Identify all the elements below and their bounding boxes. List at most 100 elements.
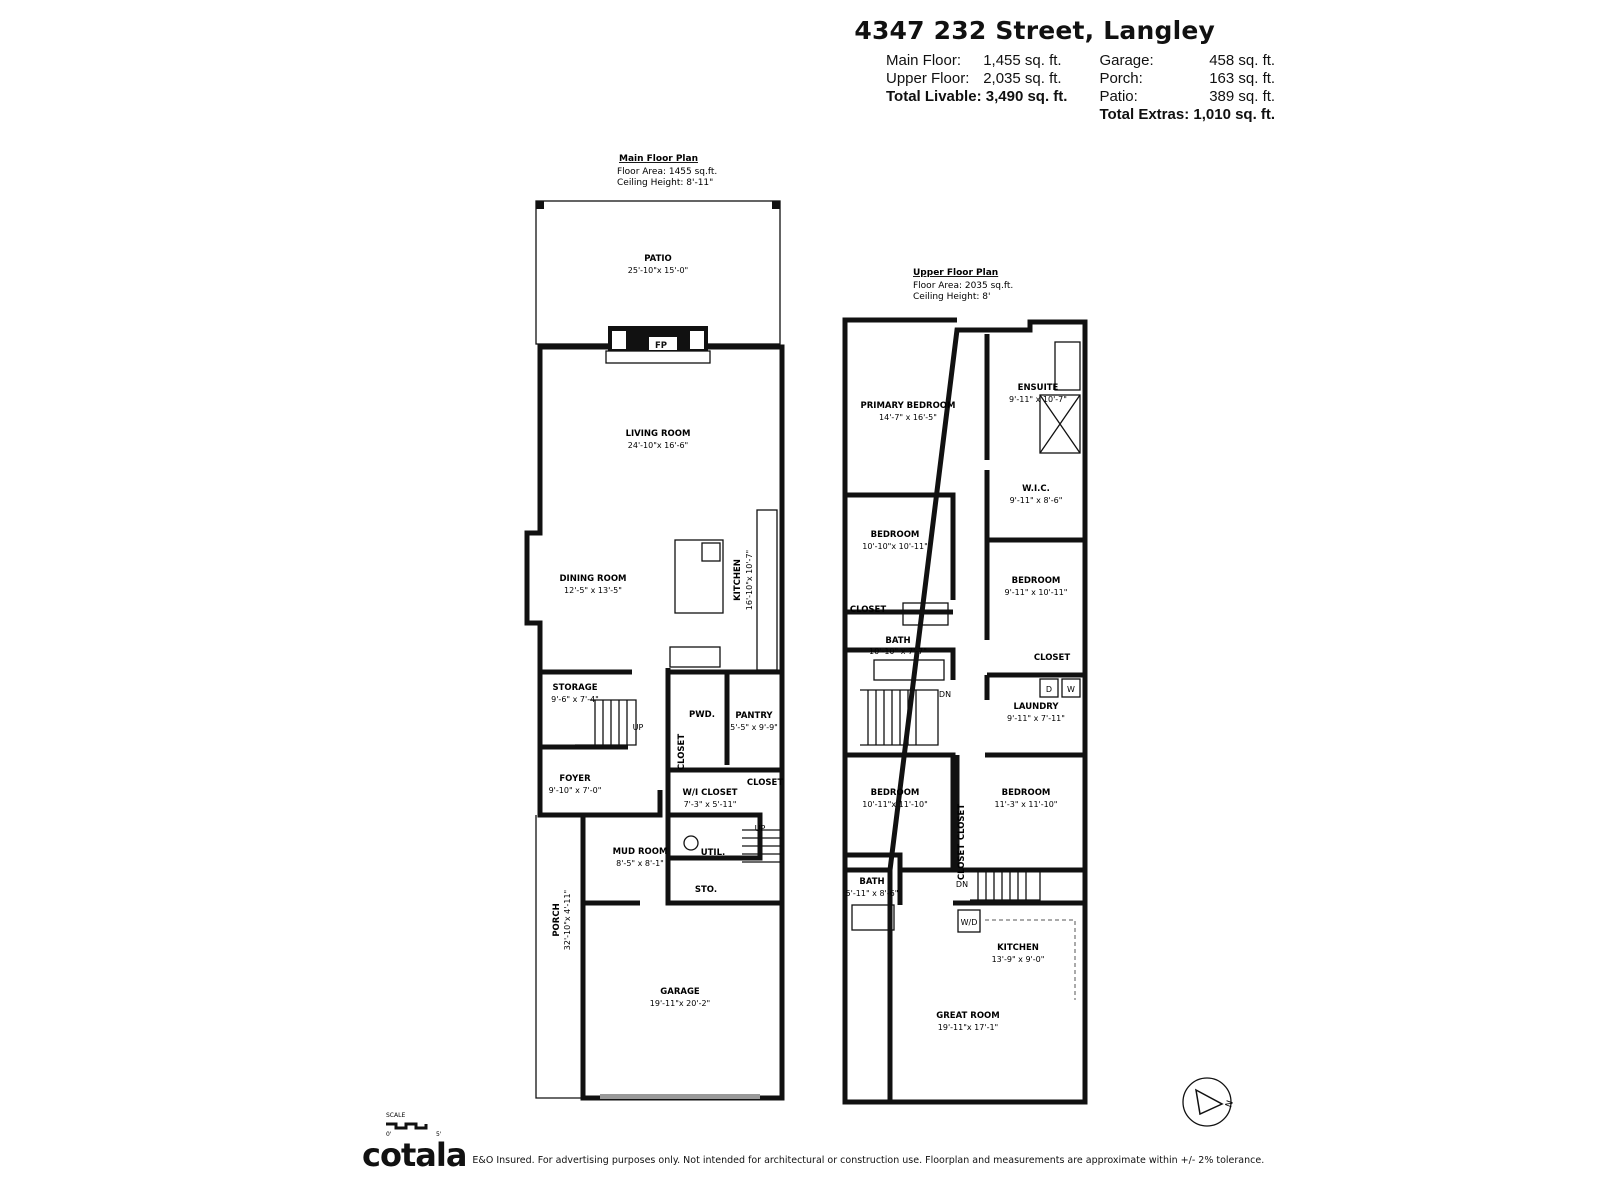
room-dimensions: 5'-5" x 9'-9"	[730, 723, 778, 732]
room-dimensions: 9'-11" x 7'-11"	[1007, 714, 1065, 723]
main-floor-ceiling: Ceiling Height: 8'-11"	[617, 178, 713, 188]
stat-value: 458 sq. ft.	[1209, 52, 1276, 69]
fireplace-label: FP	[655, 341, 667, 351]
room-name: PRIMARY BEDROOM	[861, 401, 956, 411]
stair-down-label: DN	[939, 690, 951, 699]
room-name: CLOSET	[957, 844, 967, 881]
room-dimensions: 7'-3" x 5'-11"	[684, 800, 737, 809]
room-dimensions: 9'-6" x 7'-4"	[551, 695, 599, 704]
room-dimensions: 19'-11"x 20'-2"	[650, 999, 710, 1008]
stat-label: Main Floor:	[886, 52, 962, 69]
room-dimensions: 10'-11"x 11'-10"	[862, 800, 928, 809]
main-floor-plan: Main Floor Plan Floor Area: 1455 sq.ft. …	[524, 154, 785, 1101]
room-name: BEDROOM	[1002, 788, 1051, 798]
room-name: ENSUITE	[1018, 383, 1059, 393]
room-dimensions: 9'-11" x 8'-6"	[1010, 496, 1063, 505]
total-livable: Total Livable: 3,490 sq. ft.	[886, 88, 1068, 105]
room-name: BATH	[859, 877, 884, 887]
main-interior-walls	[540, 668, 782, 906]
room-name: STO.	[695, 885, 717, 895]
room-dimensions: 10'-10"x 10'-11"	[862, 542, 928, 551]
upper-floor-room-labels: PRIMARY BEDROOM 14'-7" x 16'-5" ENSUITE …	[846, 383, 1071, 1032]
washer-dryer	[957, 909, 981, 933]
room-dimensions: 16'-10"x 10'-7"	[745, 550, 754, 610]
cotala-logo: cotala	[362, 1136, 467, 1174]
stat-label: Porch:	[1099, 70, 1143, 87]
main-floor-heading: Main Floor Plan	[619, 154, 698, 164]
room-dimensions: 25'-10"x 15'-0"	[628, 266, 688, 275]
room-dimensions: 9'-10" x 7'-0"	[549, 786, 602, 795]
upper-floor-heading: Upper Floor Plan	[913, 268, 998, 278]
upper-floor-plan: Upper Floor Plan Floor Area: 2035 sq.ft.…	[842, 268, 1088, 1105]
kitchen-counter	[985, 919, 1076, 1000]
washer	[1061, 678, 1081, 698]
stat-value: 389 sq. ft.	[1209, 88, 1276, 105]
washer-dryer-label: W/D	[961, 918, 978, 927]
room-name: GARAGE	[660, 987, 700, 997]
kitchen-counter	[756, 509, 778, 671]
property-address: 4347 232 Street, Langley	[854, 16, 1215, 45]
main-floor-area: Floor Area: 1455 sq.ft.	[617, 167, 717, 177]
room-name: LAUNDRY	[1013, 702, 1059, 712]
upper-stairs	[970, 869, 1041, 901]
porch-outline	[535, 815, 583, 1099]
room-dimensions: 9'-11" x 10'-7"	[1009, 395, 1067, 404]
room-name: MUD ROOM	[613, 847, 668, 857]
stat-value: 2,035 sq. ft.	[983, 70, 1062, 87]
room-dimensions: 32'-10"x 4'-11"	[563, 890, 572, 950]
room-name: GREAT ROOM	[936, 1011, 999, 1021]
room-name: DINING ROOM	[560, 574, 627, 584]
stat-label: Patio:	[1099, 88, 1138, 105]
room-name: CLOSET	[747, 778, 784, 788]
room-name: PANTRY	[735, 711, 773, 721]
room-dimensions: 5'-11" x 8'-6"	[846, 889, 899, 898]
room-dimensions: 24'-10"x 16'-6"	[628, 441, 688, 450]
room-name: PATIO	[644, 254, 672, 264]
upper-floor-ceiling: Ceiling Height: 8'	[913, 292, 990, 302]
scale-label: SCALE	[386, 1112, 405, 1119]
footer: cotala E&O Insured. For advertising purp…	[362, 1136, 1265, 1174]
scale-bar: SCALE 0' 5'	[386, 1112, 442, 1138]
stat-label: Upper Floor:	[886, 70, 970, 87]
utility-meter	[683, 835, 699, 851]
garage-door	[600, 1094, 760, 1099]
bath-vanity	[873, 659, 945, 681]
compass-icon: N	[1182, 1077, 1236, 1127]
room-name: PWD.	[689, 710, 715, 720]
dryer-label: D	[1046, 685, 1052, 694]
room-name: KITCHEN	[997, 943, 1039, 953]
room-name: BEDROOM	[1012, 576, 1061, 586]
scale-max: 5'	[436, 1131, 442, 1138]
room-dimensions: 12'-5" x 13'-5"	[564, 586, 622, 595]
room-name: FOYER	[559, 774, 591, 784]
room-name: KITCHEN	[733, 559, 743, 601]
ensuite-tub	[1054, 341, 1081, 391]
room-name: CLOSET	[677, 734, 687, 771]
stat-value: 163 sq. ft.	[1209, 70, 1276, 87]
room-name: PORCH	[552, 903, 562, 936]
main-exterior-wall	[524, 344, 785, 1101]
room-name: BEDROOM	[871, 788, 920, 798]
upper-interior-walls	[845, 334, 1085, 906]
kitchen-island	[674, 539, 724, 614]
room-name: BATH	[885, 636, 910, 646]
room-dimensions: 8'-5" x 8'-1"	[616, 859, 664, 868]
bath-tub	[851, 904, 895, 931]
room-name: W/I CLOSET	[683, 788, 738, 798]
compass-north-label: N	[1224, 1099, 1236, 1109]
upper-floor-area: Floor Area: 2035 sq.ft.	[913, 281, 1013, 291]
room-dimensions: 13'-9" x 9'-0"	[992, 955, 1045, 964]
room-name: UTIL.	[701, 848, 726, 858]
stat-label: Garage:	[1099, 52, 1154, 69]
room-dimensions: 10'-10" x 7'-7"	[869, 647, 927, 656]
room-name: CLOSET	[1034, 653, 1071, 663]
scale-min: 0'	[386, 1131, 392, 1138]
bath-tub	[902, 602, 949, 626]
upper-exterior-wall	[842, 317, 1088, 1105]
disclaimer: E&O Insured. For advertising purposes on…	[472, 1155, 1265, 1166]
room-name: CLOSET	[850, 605, 887, 615]
room-name: STORAGE	[552, 683, 597, 693]
room-name: W.I.C.	[1022, 484, 1050, 494]
room-name: CLOSET	[957, 804, 967, 841]
area-summary: Main Floor: 1,455 sq. ft. Garage: 458 sq…	[886, 52, 1275, 124]
